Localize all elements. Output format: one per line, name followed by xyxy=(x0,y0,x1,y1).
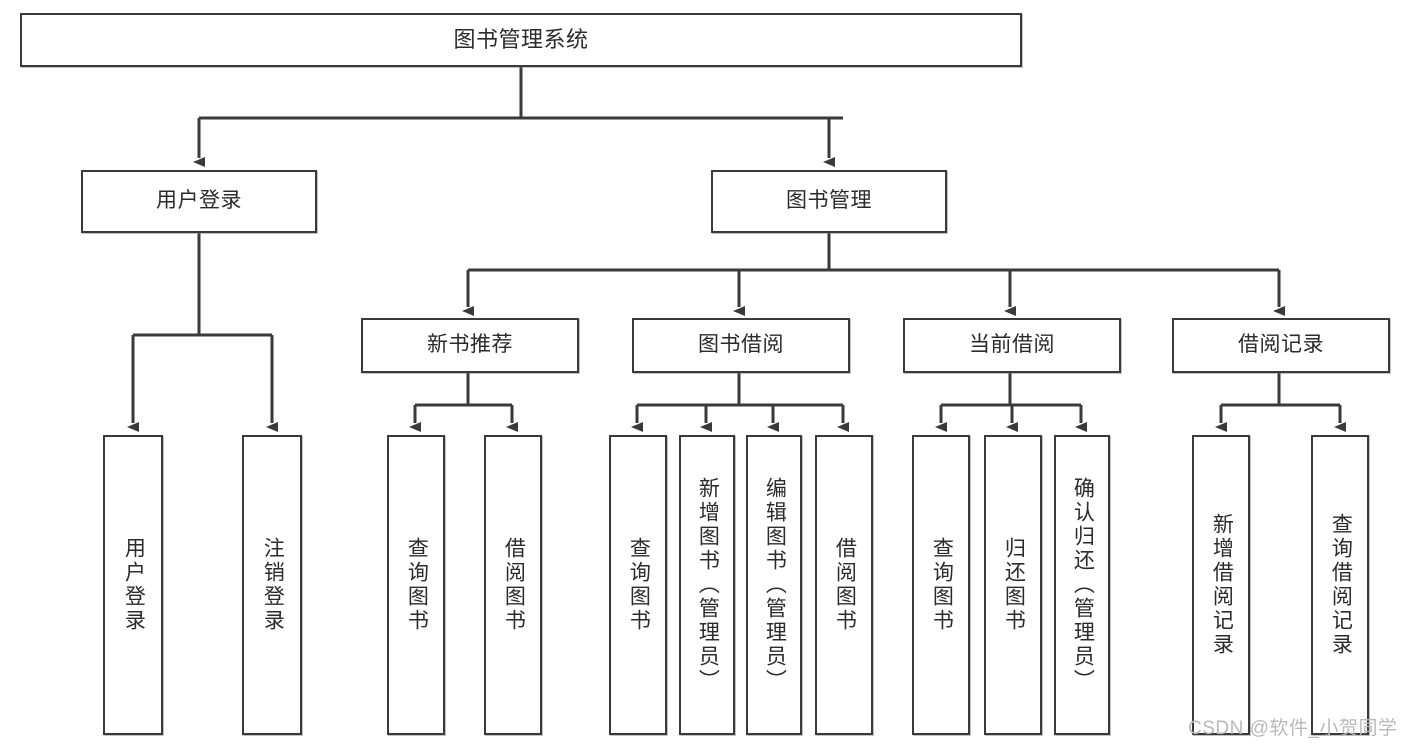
node-label: 借阅图书 xyxy=(833,537,857,633)
node-label: 查询借阅记录 xyxy=(1329,513,1353,657)
node-label: 当前借阅 xyxy=(969,333,1055,357)
node-label: 新增借阅记录 xyxy=(1210,513,1234,657)
node-book-borrow[interactable]: 图书借阅 xyxy=(632,318,850,373)
node-leaf-query-book-3[interactable]: 查询图书 xyxy=(912,435,970,735)
node-label: 注销登录 xyxy=(261,537,285,633)
node-label: 借阅记录 xyxy=(1238,333,1324,357)
node-label: 查询图书 xyxy=(930,537,954,633)
node-label: 归还图书 xyxy=(1002,537,1026,633)
node-label: 新增图书（管理员） xyxy=(696,477,720,693)
node-borrow-record[interactable]: 借阅记录 xyxy=(1172,318,1390,373)
node-leaf-borrow-book-2[interactable]: 借阅图书 xyxy=(815,435,873,735)
node-label: 借阅图书 xyxy=(502,537,526,633)
node-leaf-edit-book[interactable]: 编辑图书（管理员） xyxy=(746,435,802,735)
node-new-book-recommend[interactable]: 新书推荐 xyxy=(361,318,579,373)
node-label: 图书借阅 xyxy=(698,333,784,357)
node-leaf-query-borrow-record[interactable]: 查询借阅记录 xyxy=(1311,435,1369,735)
node-leaf-borrow-book-1[interactable]: 借阅图书 xyxy=(484,435,542,735)
node-label: 用户登录 xyxy=(122,537,146,633)
node-label: 用户登录 xyxy=(156,189,242,213)
node-leaf-user-login[interactable]: 用户登录 xyxy=(103,435,163,735)
node-label: 编辑图书（管理员） xyxy=(763,477,787,693)
node-current-borrow[interactable]: 当前借阅 xyxy=(903,318,1121,373)
node-leaf-query-book-1[interactable]: 查询图书 xyxy=(387,435,445,735)
node-label: 查询图书 xyxy=(627,537,651,633)
watermark-text: CSDN @软件_小贺同学 xyxy=(1188,718,1398,739)
node-leaf-add-borrow-record[interactable]: 新增借阅记录 xyxy=(1192,435,1250,735)
node-user-login[interactable]: 用户登录 xyxy=(81,170,317,233)
node-root-system[interactable]: 图书管理系统 xyxy=(20,13,1022,67)
node-label: 新书推荐 xyxy=(427,333,513,357)
node-label: 图书管理 xyxy=(786,189,872,213)
node-leaf-query-book-2[interactable]: 查询图书 xyxy=(609,435,667,735)
node-label: 图书管理系统 xyxy=(453,27,589,53)
node-leaf-user-logout[interactable]: 注销登录 xyxy=(242,435,302,735)
node-label: 确认归还（管理员） xyxy=(1071,477,1095,693)
node-leaf-return-book[interactable]: 归还图书 xyxy=(984,435,1042,735)
node-label: 查询图书 xyxy=(405,537,429,633)
node-leaf-add-book[interactable]: 新增图书（管理员） xyxy=(679,435,735,735)
node-leaf-confirm-return[interactable]: 确认归还（管理员） xyxy=(1054,435,1110,735)
node-book-manage[interactable]: 图书管理 xyxy=(711,170,947,233)
